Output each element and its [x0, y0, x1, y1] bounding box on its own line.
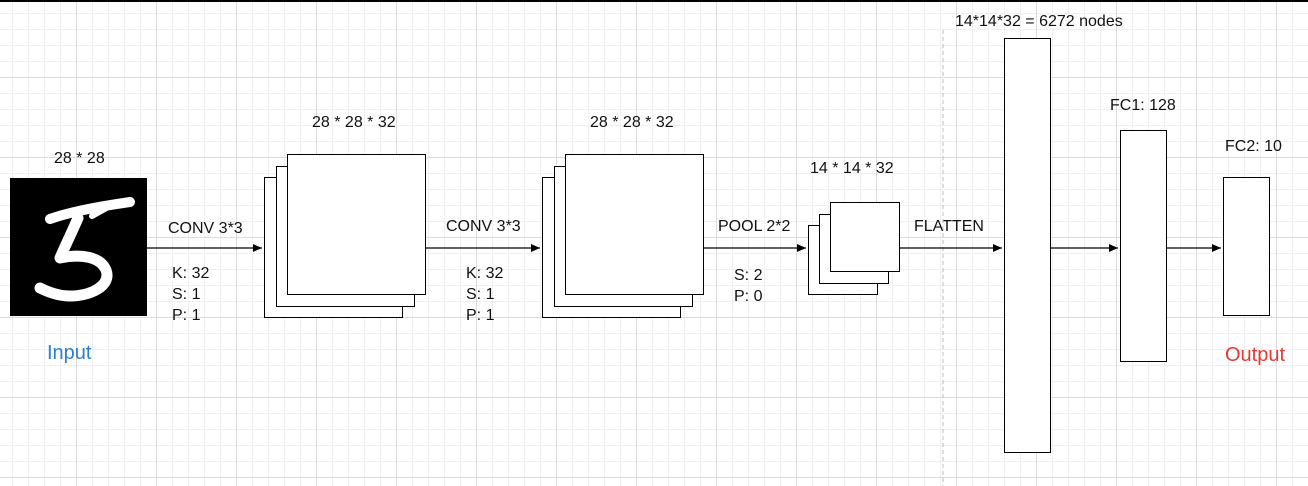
connector-layer [0, 0, 1308, 486]
